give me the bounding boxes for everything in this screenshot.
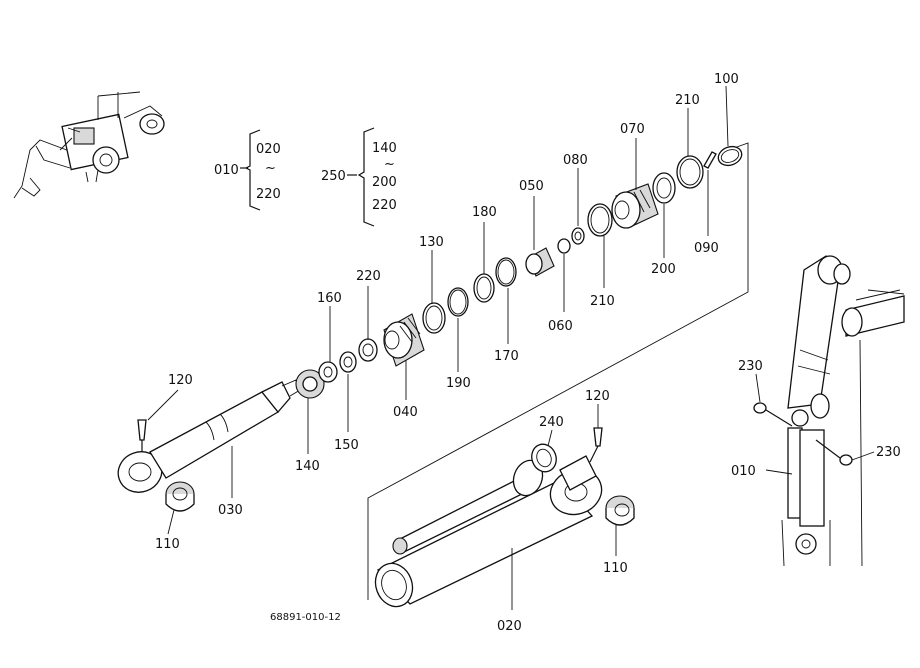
ring-150 <box>339 351 357 373</box>
group-250-key: 250 <box>321 169 346 184</box>
diagram-code: 68891-010-12 <box>270 612 341 623</box>
callout-060: 060 <box>548 319 573 334</box>
ring-170 <box>495 257 517 287</box>
group-250-bracket: 250 140 ~ 200 220 <box>321 127 397 227</box>
callout-170: 170 <box>494 349 519 364</box>
ring-210-lower <box>587 203 613 237</box>
backhoe-thumbnail-illustration <box>13 91 165 199</box>
ring-220 <box>358 338 378 362</box>
callout-120-rod: 120 <box>168 373 193 388</box>
callout-210-lower: 210 <box>590 294 615 309</box>
piston-rod-assembly <box>117 379 301 512</box>
callout-160: 160 <box>317 291 342 306</box>
callout-220: 220 <box>356 269 381 284</box>
callout-080: 080 <box>563 153 588 168</box>
exploded-view-frame <box>367 142 749 600</box>
callout-200: 200 <box>651 262 676 277</box>
seal-and-nut-chain <box>295 145 743 399</box>
callout-numbers: 100 210 070 080 050 180 130 220 160 120 … <box>155 72 901 634</box>
callout-090: 090 <box>694 241 719 256</box>
cylinder-tube-assembly <box>374 427 635 608</box>
group-010-key: 010 <box>214 163 239 178</box>
callout-070: 070 <box>620 122 645 137</box>
group-010-range-sep: ~ <box>265 161 276 176</box>
callout-110-tube: 110 <box>603 561 628 576</box>
group-250-range-end: 200 <box>372 175 397 190</box>
callout-050: 050 <box>519 179 544 194</box>
group-250-extra: 220 <box>372 198 397 213</box>
ring-190 <box>447 287 469 317</box>
callout-190: 190 <box>446 376 471 391</box>
ring-160 <box>318 361 338 383</box>
callout-040: 040 <box>393 405 418 420</box>
callout-110-rod: 110 <box>155 537 180 552</box>
group-250-range-sep: ~ <box>384 157 395 172</box>
group-010-bracket: 010 020 ~ 220 <box>214 129 281 211</box>
ring-130 <box>422 302 446 334</box>
callout-180: 180 <box>472 205 497 220</box>
group-250-range-start: 140 <box>372 141 397 156</box>
callout-020: 020 <box>497 619 522 634</box>
callout-100: 100 <box>714 72 739 87</box>
callout-120-tube: 120 <box>585 389 610 404</box>
group-010-range-end: 220 <box>256 187 281 202</box>
callout-230-left: 230 <box>738 359 763 374</box>
callout-010: 010 <box>731 464 756 479</box>
callout-210-upper: 210 <box>675 93 700 108</box>
pin-090 <box>703 151 717 169</box>
callout-240: 240 <box>539 415 564 430</box>
boom-illustration <box>753 255 905 567</box>
callout-140: 140 <box>295 459 320 474</box>
callout-130: 130 <box>419 235 444 250</box>
callout-150: 150 <box>334 438 359 453</box>
ring-100 <box>717 145 743 167</box>
ring-060 <box>557 238 571 254</box>
ring-080 <box>571 227 585 245</box>
callout-030: 030 <box>218 503 243 518</box>
group-010-range-start: 020 <box>256 142 281 157</box>
ring-200 <box>652 172 676 204</box>
callout-230-right: 230 <box>876 445 901 460</box>
leader-lines <box>147 85 875 610</box>
ring-210-upper <box>676 155 704 189</box>
